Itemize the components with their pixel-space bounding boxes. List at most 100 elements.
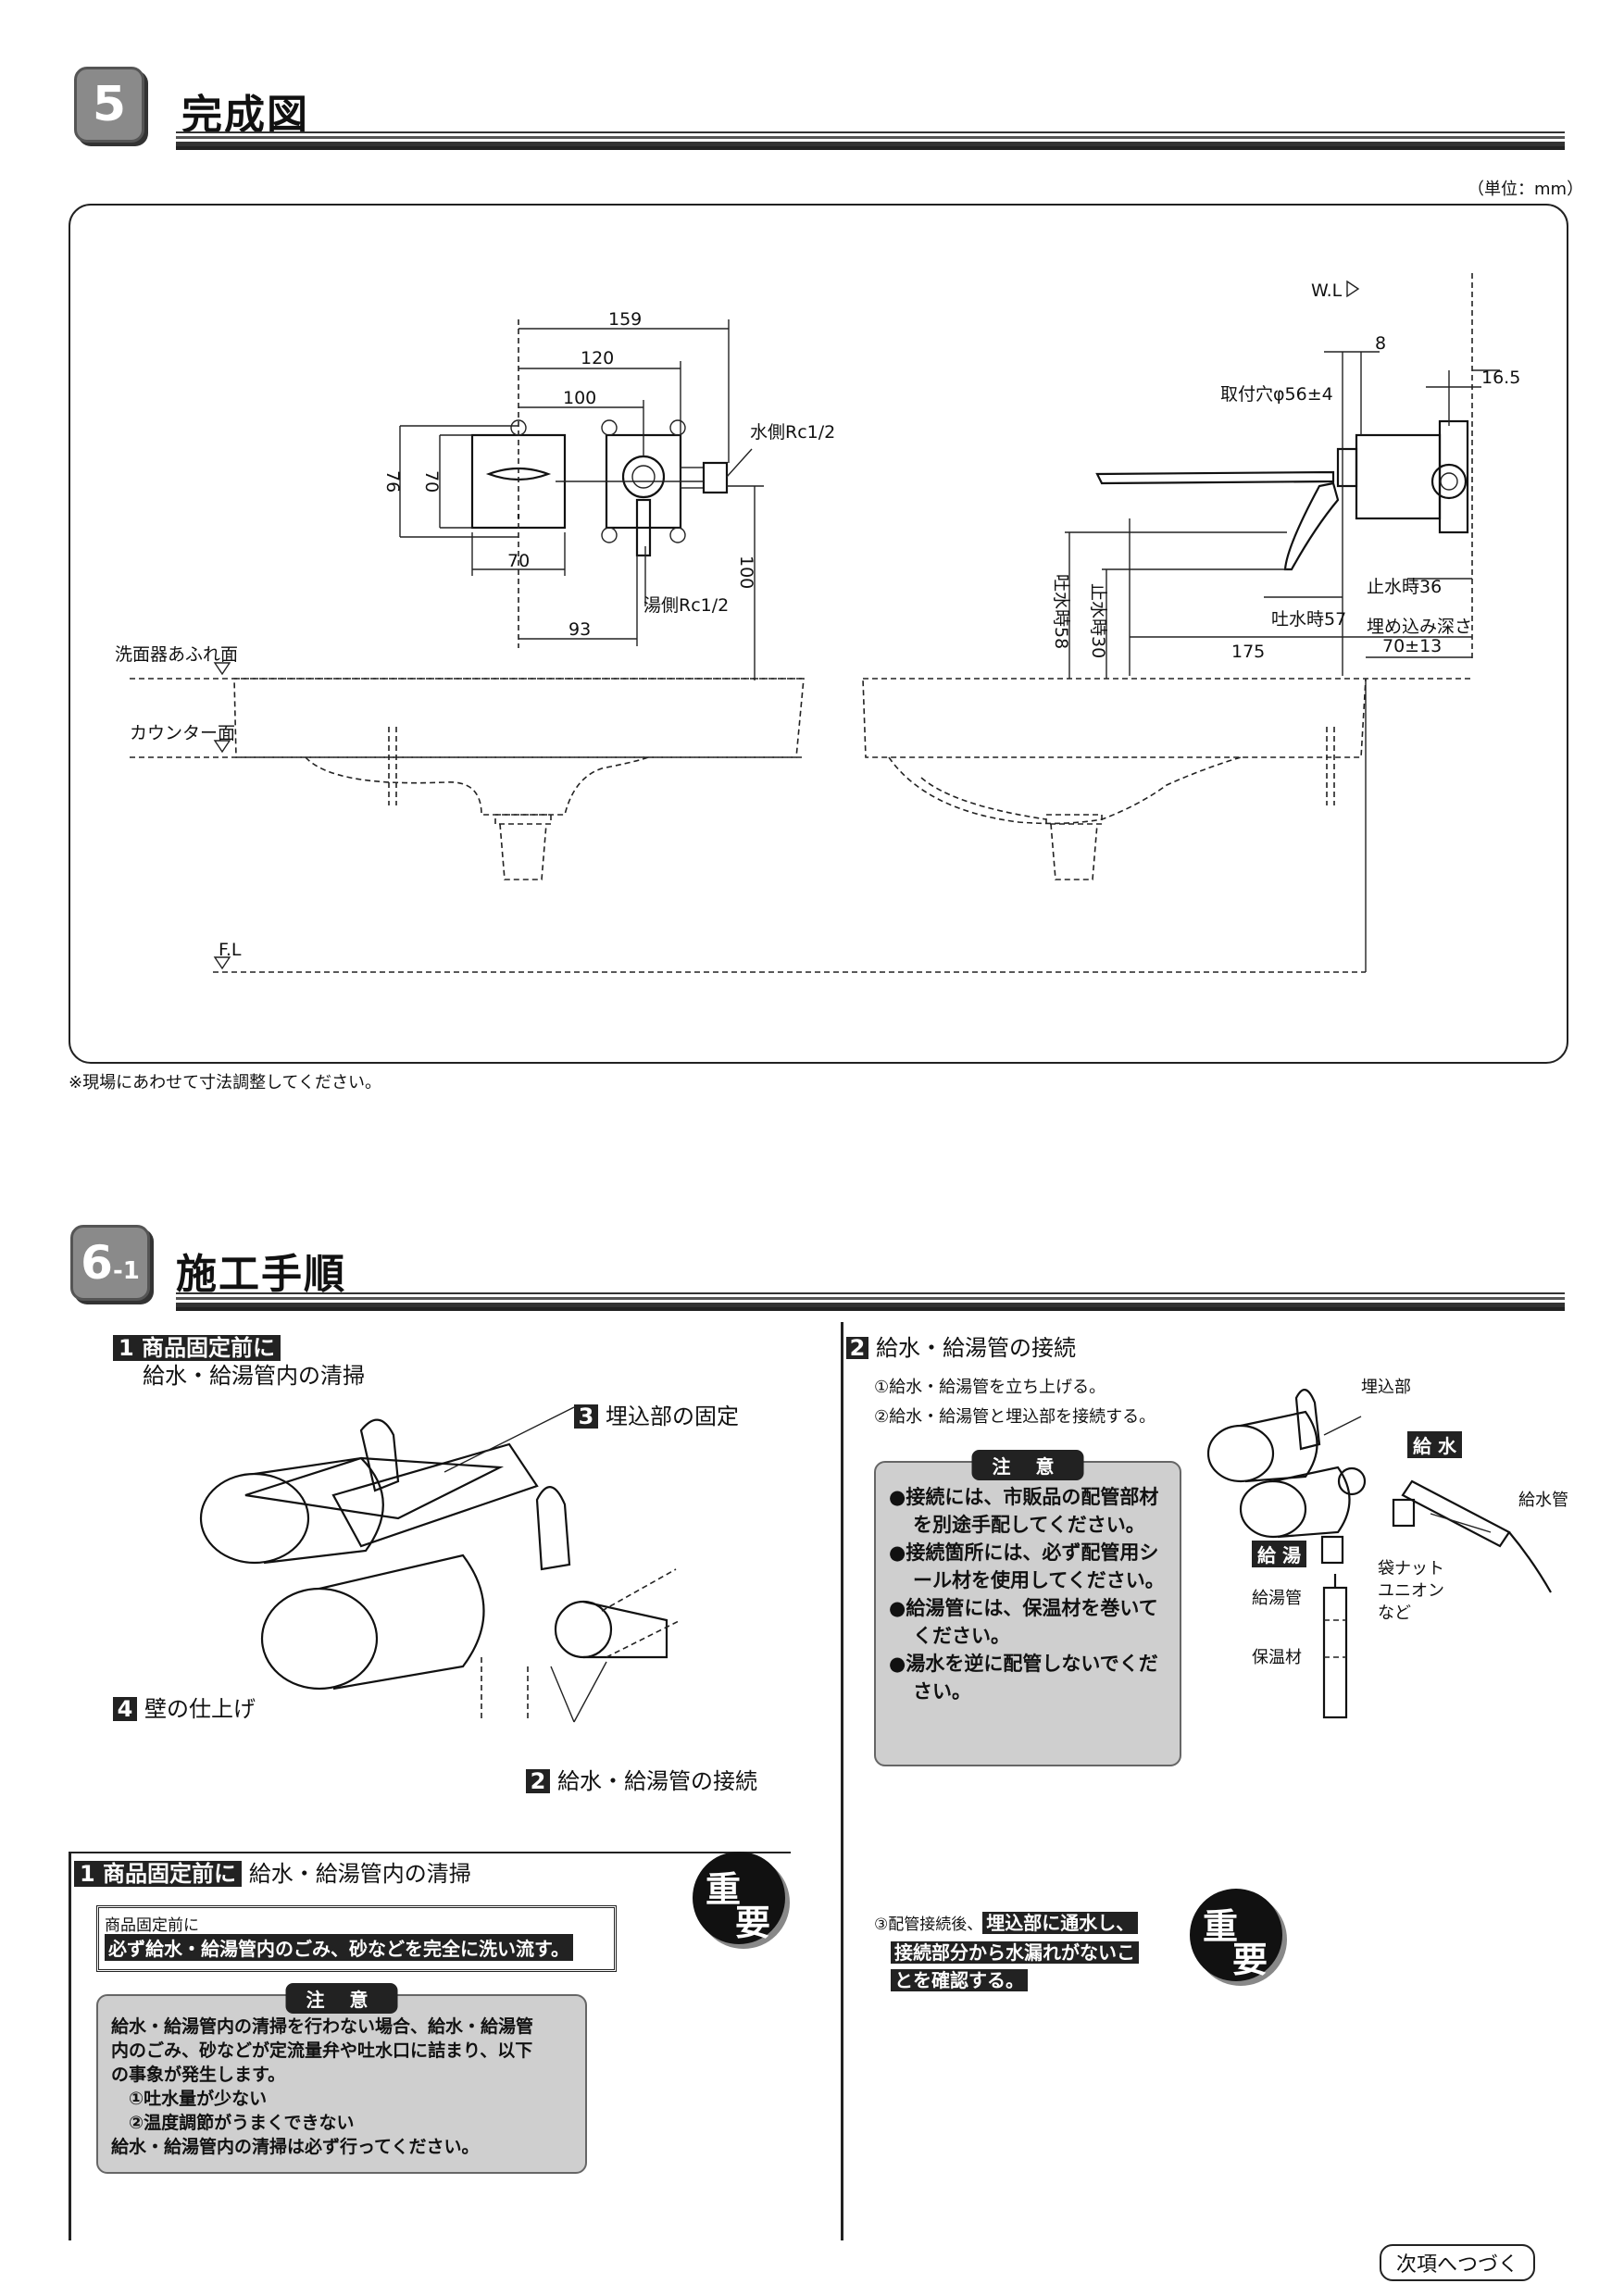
dim-8: 8 [1375, 333, 1386, 354]
step1-notice-label: 商品固定前に [105, 1916, 199, 1935]
label-hot-pipe: 給湯管 [1252, 1589, 1302, 1608]
counter-surface-label: カウンター面 [130, 723, 235, 743]
water-side-label: 水側Rc1/2 [750, 422, 835, 443]
mount-hole-label: 取付穴φ56±4 [1220, 384, 1333, 405]
step2-instruction-b: ②給水・給湯管と埋込部を接続する。 [874, 1407, 1156, 1427]
step1-caption: 給水・給湯管内の清掃 [143, 1363, 365, 1389]
step1-heading-tag: 1 商品固定前に [74, 1861, 243, 1887]
callout-step2-label: 給水・給湯管の接続 [557, 1768, 757, 1794]
callout-step2-number: 2 [526, 1769, 550, 1793]
spout-57-label: 吐水時57 [1271, 609, 1346, 630]
section-rule [176, 1292, 1565, 1311]
caution-line: 給水・給湯管内の清掃を行わない場合、給水・給湯管 [111, 2016, 534, 2037]
overview-illustration [199, 1406, 681, 1723]
caution-head: 注 意 [971, 1450, 1084, 1480]
caution-bullet: ●接続箇所には、必ず配管用シール材を使用してください。 [889, 1541, 1165, 1591]
stop-30-label: 止水時30 [1088, 583, 1108, 658]
dim-175: 175 [1231, 642, 1265, 662]
embed-depth-label: 埋め込み深さ [1367, 617, 1472, 637]
caution-line: ①吐水量が少ない [111, 2089, 268, 2109]
section-number-badge: 6-1 [70, 1225, 150, 1301]
front-view [130, 319, 1366, 973]
column-divider [841, 1322, 843, 2240]
left-panel-vline [69, 1852, 71, 2240]
step2-heading-text: 給水・給湯管の接続 [876, 1335, 1076, 1361]
label-hot-tag: 給 湯 [1252, 1541, 1306, 1567]
caution-head: 注 意 [285, 1983, 398, 2014]
step2-instruction-c: ③配管接続後、埋込部に通水し、 接続部分から水漏れがないこ とを確認する。 [874, 1909, 1180, 1994]
step2-c-highlight-3: とを確認する。 [891, 1969, 1028, 1991]
step1-notice-box: 商品固定前に 必ず給水・給湯管内のごみ、砂などを完全に洗い流す。 [96, 1905, 617, 1972]
unit-label: （単位：mm） [1468, 180, 1584, 199]
step2-c-prefix: ③配管接続後、 [874, 1915, 983, 1934]
dim-16-5: 16.5 [1481, 368, 1520, 388]
caution-line: ②温度調節がうまくできない [111, 2113, 355, 2133]
step1-tag: 1 商品固定前に [113, 1329, 281, 1362]
dim-93: 93 [568, 619, 591, 640]
label-supply-tag: 給 水 [1407, 1431, 1462, 1458]
label-supply-pipe: 給水管 [1518, 1491, 1568, 1510]
label-insulation: 保温材 [1252, 1648, 1302, 1667]
label-embed: 埋込部 [1361, 1378, 1411, 1397]
caution-bullet: ●接続には、市販品の配管部材を別途手配してください。 [889, 1486, 1159, 1536]
section-title: 完成図 [181, 92, 309, 139]
caution-body: 給水・給湯管内の清掃を行わない場合、給水・給湯管 内のごみ、砂などが定流量弁や吐… [111, 2015, 579, 2159]
caution-line: の事象が発生します。 [111, 2065, 286, 2085]
basin-overflow-label: 洗面器あふれ面 [115, 644, 238, 665]
section-title: 施工手順 [176, 1251, 346, 1298]
dim-159: 159 [608, 309, 642, 330]
adjust-note: ※現場にあわせて寸法調整してください。 [69, 1073, 382, 1092]
dim-70-v: 70 [421, 470, 442, 493]
step2-instruction-a: ①給水・給湯管を立ち上げる。 [874, 1378, 1106, 1397]
callout-step2: 2 給水・給湯管の接続 [526, 1763, 757, 1795]
side-view [862, 273, 1500, 972]
step1-caution: 注 意 給水・給湯管内の清掃を行わない場合、給水・給湯管 内のごみ、砂などが定流… [96, 1983, 587, 2174]
water-level-label: W.L [1311, 281, 1343, 301]
caution-bullet: ●湯水を逆に配管しないでください。 [889, 1653, 1158, 1703]
callout-step3-number: 3 [574, 1404, 598, 1429]
section-rule [176, 131, 1565, 150]
important-char-2: 要 [735, 1903, 771, 1943]
pipe-connection-diagram [1206, 1389, 1552, 1719]
spout-58-label: 吐水時58 [1051, 574, 1071, 649]
step2-number: 2 [846, 1337, 868, 1359]
embed-depth-value: 70±13 [1382, 636, 1442, 656]
caution-line: 内のごみ、砂などが定流量弁や吐水口に詰まり、以下 [111, 2040, 533, 2061]
callout-step3: 3 埋込部の固定 [574, 1398, 739, 1430]
important-char-2: 要 [1232, 1940, 1268, 1980]
step2-c-highlight-2: 接続部分から水漏れがないこ [891, 1941, 1139, 1964]
step1-heading: 1 商品固定前に 給水・給湯管内の清掃 [74, 1855, 471, 1888]
step1-notice-text: 必ず給水・給湯管内のごみ、砂などを完全に洗い流す。 [105, 1934, 573, 1961]
dim-76: 76 [382, 470, 403, 493]
callout-step3-label: 埋込部の固定 [606, 1404, 739, 1429]
section-subnumber: -1 [112, 1257, 140, 1285]
caution-body: ●接続には、市販品の配管部材を別途手配してください。 ●接続箇所には、必ず配管用… [889, 1483, 1167, 1705]
dim-70-h: 70 [507, 551, 530, 571]
drawing-frame [69, 204, 1568, 1064]
important-badge: 重 要 [693, 1852, 785, 1944]
important-badge: 重 要 [1190, 1889, 1282, 1981]
callout-step4: 4 壁の仕上げ [113, 1691, 256, 1723]
step2-c-highlight-1: 埋込部に通水し、 [982, 1912, 1139, 1934]
caution-line: 給水・給湯管内の清掃は必ず行ってください。 [111, 2137, 480, 2157]
finished-drawing: 159 120 100 76 70 70 93 100 水側Rc1/2 湯側Rc… [115, 273, 1520, 973]
caution-bullet: ●給湯管には、保温材を巻いてください。 [889, 1597, 1158, 1647]
important-char-1: 重 [1203, 1906, 1239, 1947]
label-union: ユニオン [1378, 1581, 1444, 1601]
step1-heading-text: 給水・給湯管内の清掃 [248, 1861, 471, 1887]
dim-120: 120 [581, 348, 614, 368]
left-panel-border [69, 1852, 791, 1853]
section-number-badge: 5 [74, 67, 144, 143]
important-char-1: 重 [706, 1869, 742, 1910]
label-nut: 袋ナット [1378, 1559, 1444, 1578]
dim-100-v: 100 [736, 555, 756, 589]
dim-100: 100 [563, 388, 596, 408]
callout-step4-number: 4 [113, 1697, 137, 1721]
step2-heading: 2 給水・給湯管の接続 [846, 1329, 1076, 1362]
stop-36-label: 止水時36 [1367, 577, 1442, 597]
hot-side-label: 湯側Rc1/2 [643, 595, 729, 616]
callout-step4-label: 壁の仕上げ [144, 1696, 256, 1722]
floor-line-label: F.L [219, 940, 242, 960]
continue-label: 次項へつづく [1380, 2244, 1536, 2281]
label-etc: など [1378, 1603, 1411, 1623]
